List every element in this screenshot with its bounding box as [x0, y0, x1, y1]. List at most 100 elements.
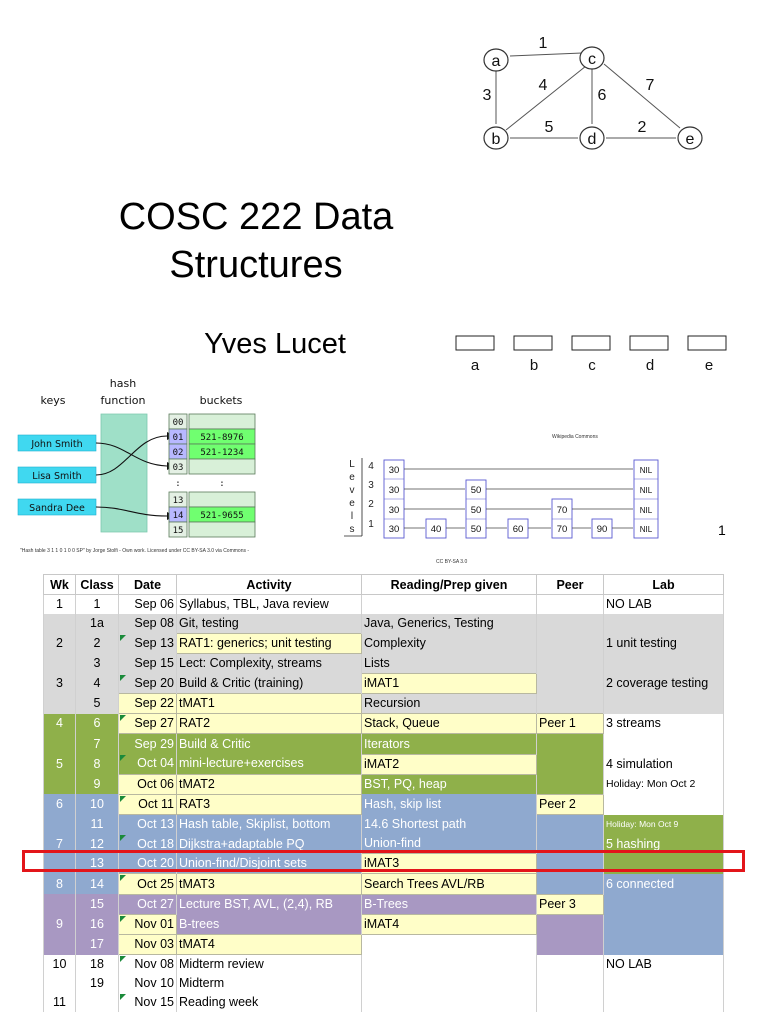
date-cell: Sep 15 [118, 653, 177, 674]
bucket-cell [188, 521, 256, 538]
activity-cell: tMAT1 [176, 693, 362, 715]
skip-node [425, 518, 447, 539]
bucket-index: 01 [173, 433, 184, 443]
set-label: c [588, 357, 596, 374]
set-box [513, 335, 553, 351]
reading-cell [361, 954, 537, 975]
lab-cell: Holiday: Mon Oct 9 [603, 814, 724, 835]
skip-side-letter: e [349, 472, 355, 483]
bucket-value: 521-8976 [200, 433, 243, 443]
class-cell: 17 [75, 934, 119, 955]
set-label: e [705, 357, 713, 374]
peer-cell [536, 614, 604, 634]
graph-edge-weight: 2 [638, 119, 647, 136]
date-cell: Sep 29 [118, 733, 177, 755]
week-cell [43, 693, 76, 714]
week-cell: 4 [43, 713, 76, 734]
highlighted-row-outline [22, 850, 745, 872]
class-cell: 6 [75, 713, 119, 734]
activity-cell: Dijkstra+adaptable PQ [176, 834, 362, 854]
bucket-value: 521-1234 [200, 448, 243, 458]
date-cell: Sep 22 [118, 693, 177, 715]
skip-side-letter: l [351, 511, 353, 522]
date-text: Oct 04 [137, 756, 174, 771]
class-cell: 8 [75, 754, 119, 775]
reading-cell: Stack, Queue [361, 713, 537, 735]
date-text: Sep 27 [134, 716, 174, 731]
activity-cell: Lect: Complexity, streams [176, 653, 362, 674]
bucket-index-cell [168, 458, 188, 475]
skip-nil-label: NIL [640, 486, 653, 495]
class-cell: 12 [75, 834, 119, 854]
reading-cell: Lists [361, 653, 537, 674]
peer-cell [536, 633, 604, 654]
reading-cell: B-Trees [361, 894, 537, 915]
set-label: d [646, 357, 654, 374]
class-cell: 1a [75, 614, 119, 634]
comment-marker-icon [120, 674, 126, 681]
hash-mapping-line [95, 506, 168, 517]
slide-number: 1 [718, 522, 726, 538]
activity-cell: Reading week [176, 993, 362, 1013]
table-header-row: Wk Class Date Activity Reading/Prep give… [43, 574, 724, 595]
date-cell: Oct 25 [118, 873, 177, 895]
activity-cell: Hash table, Skiplist, bottom [176, 814, 362, 835]
class-cell: 18 [75, 954, 119, 975]
peer-cell [536, 814, 604, 835]
week-cell: 11 [43, 993, 76, 1013]
skip-nil-label: NIL [640, 466, 653, 475]
reading-cell: Hash, skip list [361, 794, 537, 815]
graph-edge [509, 52, 583, 57]
peer-cell [536, 993, 604, 1013]
date-cell: Sep 27 [118, 713, 177, 735]
week-cell [43, 814, 76, 835]
lab-cell: NO LAB [603, 594, 724, 615]
lab-cell: 6 connected [603, 873, 724, 895]
hash-key-label: John Smith [30, 439, 82, 450]
skip-side-letter: v [350, 485, 355, 496]
date-cell: Sep 08 [118, 614, 177, 634]
graph-node [579, 46, 605, 70]
reading-cell: Iterators [361, 733, 537, 755]
skip-node-value: 40 [431, 524, 442, 535]
hash-function-band [100, 413, 148, 533]
hash-header-hash: hash [110, 377, 136, 390]
week-cell: 1 [43, 594, 76, 615]
date-cell: Oct 13 [118, 814, 177, 835]
graph-edge [603, 63, 681, 129]
reading-cell [361, 934, 537, 955]
comment-marker-icon [120, 994, 126, 1001]
skip-node-value: 30 [389, 505, 400, 516]
lab-cell [603, 693, 724, 714]
week-cell: 3 [43, 673, 76, 694]
lab-cell: 1 unit testing [603, 633, 724, 654]
peer-cell [536, 873, 604, 895]
graph-node [579, 126, 605, 150]
set-label: b [530, 357, 538, 374]
peer-cell [536, 733, 604, 755]
skip-list-credit-top: Wikipedia Commons [552, 434, 598, 440]
week-cell: 2 [43, 633, 76, 654]
bucket-value: : [219, 479, 224, 489]
skip-node-value: 50 [471, 485, 482, 496]
hash-header-keys: keys [41, 394, 66, 407]
activity-cell: RAT1: generics; unit testing [176, 633, 362, 655]
reading-cell: iMAT2 [361, 753, 537, 775]
graph-node [483, 126, 509, 150]
reading-cell: Search Trees AVL/RB [361, 873, 537, 895]
skip-level-number: 4 [368, 461, 374, 472]
week-cell: 9 [43, 914, 76, 935]
hash-key-label: Sandra Dee [29, 503, 85, 514]
week-cell [43, 653, 76, 674]
activity-cell: Build & Critic (training) [176, 673, 362, 694]
skip-side-letter: e [349, 498, 355, 509]
date-text: Nov 08 [134, 957, 174, 972]
activity-cell: tMAT4 [176, 933, 362, 956]
skip-nil-label: NIL [640, 506, 653, 515]
header-peer: Peer [536, 574, 604, 595]
week-cell [43, 974, 76, 994]
